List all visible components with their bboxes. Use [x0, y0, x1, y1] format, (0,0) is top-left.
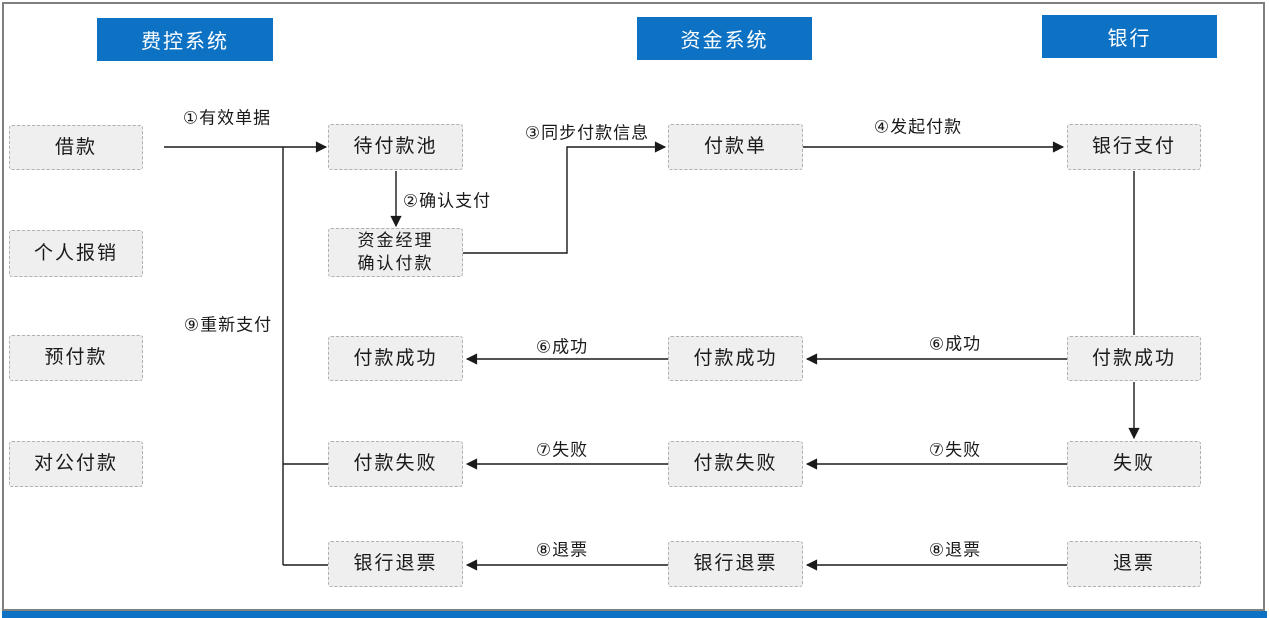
node-refund-bank: 退票 [1067, 541, 1201, 587]
node-bank-refund-treasury: 银行退票 [668, 541, 803, 587]
header-treasury-system: 资金系统 [637, 17, 812, 60]
node-personal-reimbursement: 个人报销 [9, 230, 143, 277]
edge-label-refund-right: ⑧退票 [928, 540, 982, 561]
node-pay-success-treasury: 付款成功 [668, 336, 803, 381]
edge-label-fail-left: ⑦失败 [535, 440, 589, 461]
node-pay-success-bank: 付款成功 [1067, 336, 1201, 381]
header-bank: 银行 [1042, 15, 1217, 58]
edge-label-sync-payment-info: ③同步付款信息 [524, 123, 650, 144]
edge-label-repay: ⑨重新支付 [183, 315, 273, 336]
header-expense-system: 费控系统 [97, 18, 273, 61]
edge-label-success-right: ⑥成功 [928, 334, 982, 355]
node-pending-payment-pool: 待付款池 [328, 124, 463, 170]
node-manager-confirm: 资金经理 确认付款 [328, 228, 463, 277]
edge-label-valid-documents: ①有效单据 [182, 108, 272, 129]
node-fail-bank: 失败 [1067, 441, 1201, 487]
edge-label-initiate-payment: ④发起付款 [873, 117, 963, 138]
bottom-accent-bar [2, 611, 1267, 618]
node-pay-success-expense: 付款成功 [328, 336, 463, 381]
edge-label-success-left: ⑥成功 [535, 337, 589, 358]
node-loan: 借款 [9, 125, 143, 170]
edge-label-fail-right: ⑦失败 [928, 440, 982, 461]
edge-label-refund-left: ⑧退票 [535, 540, 589, 561]
node-corporate-payment: 对公付款 [9, 441, 143, 487]
node-payment-order: 付款单 [668, 124, 803, 170]
node-bank-refund-expense: 银行退票 [328, 541, 463, 587]
edge-label-confirm-payment: ②确认支付 [402, 191, 492, 212]
node-bank-payment: 银行支付 [1067, 124, 1201, 170]
node-pay-fail-treasury: 付款失败 [668, 441, 803, 487]
node-prepayment: 预付款 [9, 335, 143, 381]
node-pay-fail-expense: 付款失败 [328, 441, 463, 487]
